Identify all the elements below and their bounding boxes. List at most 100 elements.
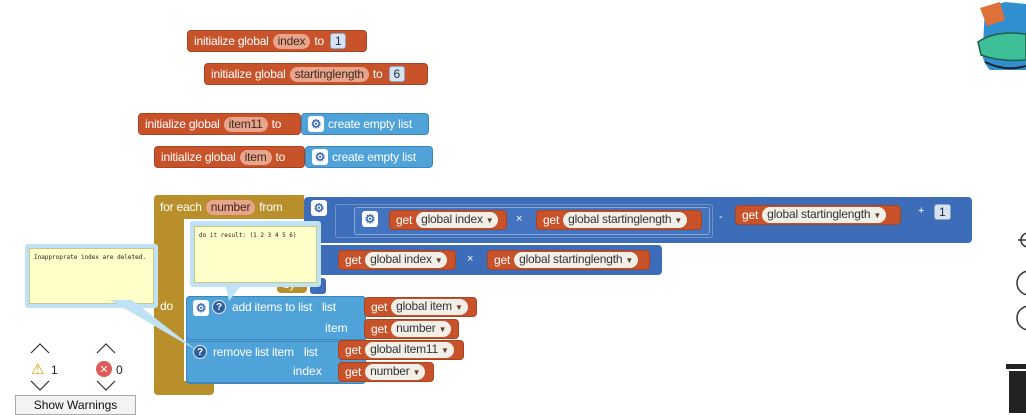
get-label: get [494,253,511,267]
to-label: to [271,117,282,131]
init-global-startinglength-block[interactable]: initialize global startinglength to 6 [204,63,428,85]
dropdown-arrow-icon: ▼ [434,256,443,265]
remove-list-item-block[interactable]: ? remove list item list [186,341,342,383]
for-each-block-body[interactable] [154,195,184,395]
create-empty-list-block[interactable]: ⚙ create empty list [301,113,429,135]
gear-icon[interactable]: ⚙ [311,200,327,216]
for-each-header[interactable]: for each number from [154,195,304,219]
index-label: index [293,364,322,378]
show-warnings-button[interactable]: Show Warnings [15,395,136,415]
init-global-item11-block[interactable]: initialize global item11 to [138,113,301,135]
create-empty-list-block[interactable]: ⚙ create empty list [305,146,433,168]
dropdown-arrow-icon: ▼ [485,216,494,225]
variable-name-field[interactable]: item11 [223,116,268,132]
result-comment[interactable]: do it result: (1 2 3 4 5 6) [194,226,317,283]
variable-dropdown[interactable]: global index▼ [416,212,499,228]
backpack-icon[interactable] [975,0,1026,75]
from-label: from [259,200,283,214]
get-global-startinglength-block[interactable]: get global startinglength▼ [735,205,901,225]
variable-name: global startinglength [767,207,871,221]
warning-comment[interactable]: Inapproprate index are deleted. [29,248,154,304]
variable-name-field[interactable]: item [239,149,272,165]
error-icon: ✕ [96,361,112,377]
gear-icon[interactable]: ⚙ [193,300,209,316]
warning-prev-arrow-icon[interactable] [30,342,50,354]
variable-name-field[interactable]: index [272,33,311,49]
create-empty-list-label: create empty list [328,117,412,131]
gear-icon[interactable]: ⚙ [312,149,328,165]
to-label: to [314,34,324,48]
get-global-index-block[interactable]: get global index▼ [389,210,507,230]
get-label: get [345,253,362,267]
warning-count: 1 [51,363,58,377]
warning-next-arrow-icon[interactable] [30,380,50,392]
error-next-arrow-icon[interactable] [96,380,116,392]
dropdown-arrow-icon: ▼ [440,346,449,355]
gear-icon[interactable]: ⚙ [362,211,378,227]
to-label: to [275,150,286,164]
add-operator: + [918,205,925,217]
init-global-item-block[interactable]: initialize global item to [154,146,305,168]
init-global-label: initialize global [194,34,269,48]
do-label: do [160,299,173,313]
number-value-field[interactable]: 6 [388,66,405,82]
gear-icon[interactable]: ⚙ [308,116,324,132]
help-icon[interactable]: ? [212,300,226,314]
zoom-controls[interactable] [1016,228,1026,338]
dropdown-arrow-icon: ▼ [438,325,447,334]
list-label: list [303,345,318,359]
variable-dropdown[interactable]: global startinglength▼ [762,207,887,223]
get-global-item-block[interactable]: get global item▼ [364,297,477,317]
multiply-operator: × [467,253,474,265]
remove-list-item-label: remove list item [213,345,294,359]
trash-can-icon[interactable] [1004,360,1026,413]
variable-dropdown[interactable]: global item▼ [391,299,468,315]
subtract-operator: - [719,211,723,223]
get-label: get [345,343,362,357]
variable-name: number [370,364,410,378]
help-icon[interactable]: ? [193,345,207,359]
init-global-label: initialize global [211,67,286,81]
get-global-startinglength-block[interactable]: get global startinglength▼ [536,210,702,230]
error-prev-arrow-icon[interactable] [96,342,116,354]
number-value-field[interactable]: 1 [329,33,347,49]
number-value-field[interactable]: 1 [934,204,951,220]
add-items-label: add items to list [232,300,312,314]
get-label: get [371,322,388,336]
get-global-index-block[interactable]: get global index▼ [338,250,456,270]
variable-dropdown[interactable]: number▼ [391,321,452,337]
init-global-label: initialize global [145,117,220,131]
result-comment-text: do it result: (1 2 3 4 5 6) [199,232,297,239]
get-global-startinglength-block[interactable]: get global startinglength▼ [487,250,650,270]
do-row: do [160,297,184,315]
error-count: 0 [116,363,123,377]
show-warnings-label: Show Warnings [33,398,118,412]
variable-name: global item [396,299,452,313]
create-empty-list-label: create empty list [332,150,416,164]
dropdown-arrow-icon: ▼ [873,211,882,220]
variable-dropdown[interactable]: number▼ [365,364,426,380]
variable-name: global index [421,212,483,226]
warning-bubble-tail [110,300,196,350]
get-global-item11-block[interactable]: get global item11▼ [338,340,464,360]
get-label: get [371,300,388,314]
variable-dropdown[interactable]: global item11▼ [365,342,454,358]
init-global-index-block[interactable]: initialize global index to 1 [187,30,367,52]
variable-dropdown[interactable]: global startinglength▼ [563,212,688,228]
variable-name: global startinglength [519,252,623,266]
dropdown-arrow-icon: ▼ [454,303,463,312]
for-each-footer [154,381,214,395]
get-number-block[interactable]: get number▼ [338,362,434,382]
variable-dropdown[interactable]: global startinglength▼ [514,252,639,268]
variable-name-field[interactable]: startinglength [289,66,369,82]
get-number-block[interactable]: get number▼ [364,319,459,339]
loop-variable-field[interactable]: number [205,199,256,215]
dropdown-arrow-icon: ▼ [412,368,421,377]
result-bubble-tail [225,283,243,301]
variable-name: global startinglength [568,212,672,226]
item-label: item [325,321,348,335]
variable-dropdown[interactable]: global index▼ [365,252,448,268]
variable-name: global item11 [370,342,438,356]
add-items-to-list-block[interactable]: ⚙ ? add items to list list [186,296,366,340]
for-each-label: for each [160,200,202,214]
